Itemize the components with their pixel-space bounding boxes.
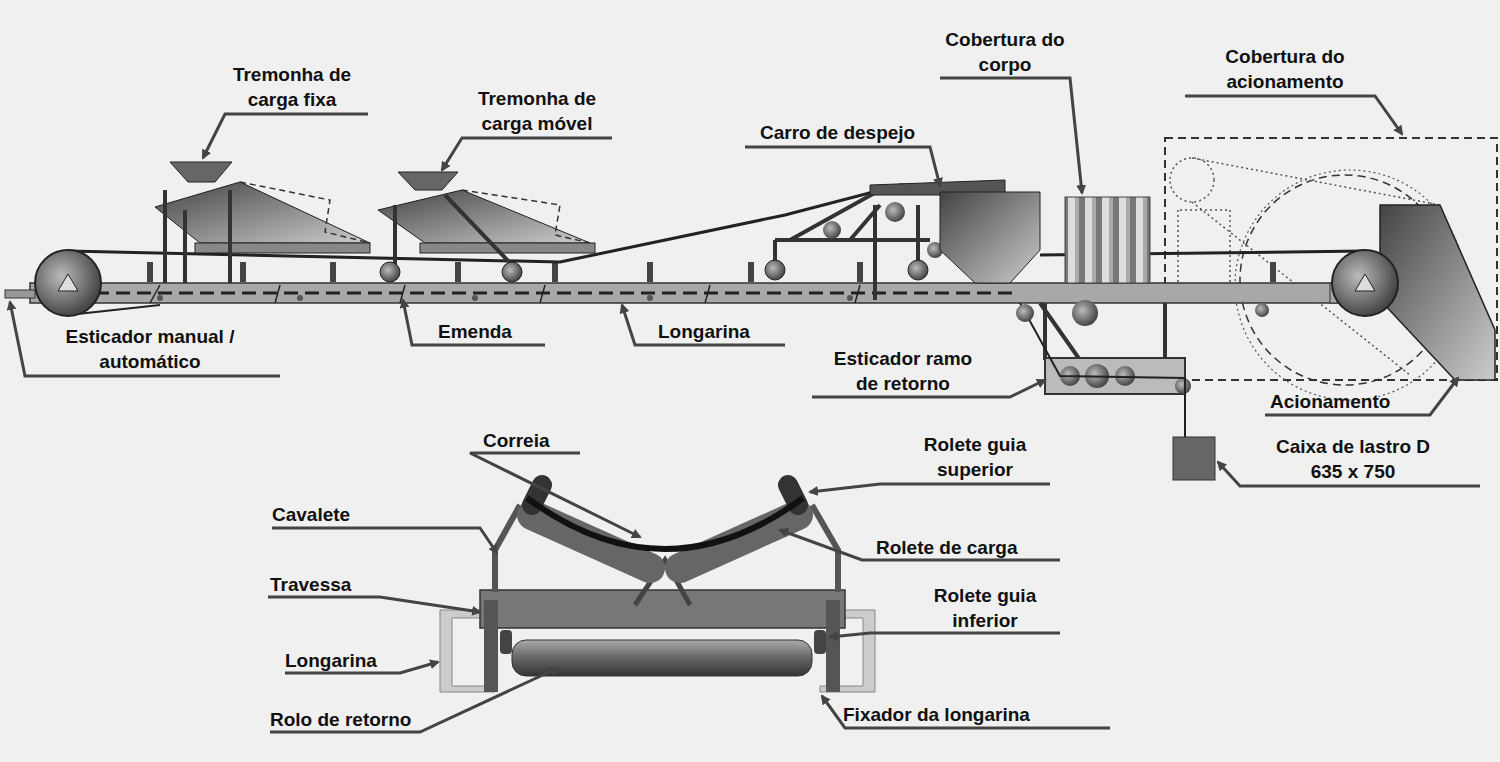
part-label: Emenda <box>438 319 512 344</box>
part-label: Rolete de carga <box>876 535 1018 560</box>
part-label: Esticador ramo de retorno <box>823 346 983 396</box>
part-label: Longarina <box>658 319 750 344</box>
part-label: Correia <box>483 428 550 453</box>
part-label: Cobertura do acionamento <box>1195 44 1375 94</box>
part-label: Rolo de retorno <box>270 707 411 732</box>
part-label: Fixador da longarina <box>843 702 1030 727</box>
part-label: Travessa <box>270 572 351 597</box>
part-label: Rolete guia superior <box>900 432 1050 482</box>
part-label: Cobertura do corpo <box>935 27 1075 77</box>
part-label: Carro de despejo <box>760 120 915 145</box>
part-label: Caixa de lastro D 635 x 750 <box>1263 434 1443 484</box>
part-label: Tremonha de carga fixa <box>212 62 372 112</box>
part-label: Cavalete <box>272 502 350 527</box>
part-label: Esticador manual / automático <box>25 324 275 374</box>
part-label: Tremonha de carga móvel <box>457 86 617 136</box>
part-label: Acionamento <box>1270 389 1390 414</box>
part-label: Rolete guia inferior <box>905 583 1065 633</box>
part-label: Longarina <box>285 648 377 673</box>
